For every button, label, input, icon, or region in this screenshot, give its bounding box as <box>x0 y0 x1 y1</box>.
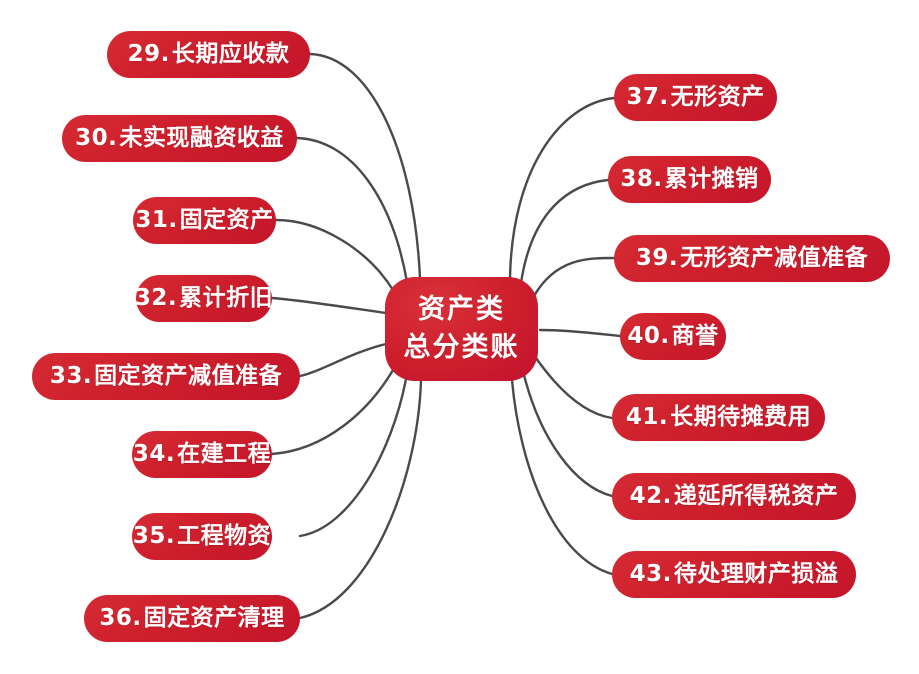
edge-right-41 <box>534 356 614 420</box>
edge-left-30 <box>295 136 409 284</box>
branch-label-43: 待处理财产损溢 <box>673 561 839 587</box>
edge-right-40 <box>538 328 622 338</box>
branch-number-37: 37. <box>626 84 669 110</box>
branch-number-43: 43. <box>629 561 672 587</box>
branch-label-38: 累计摊销 <box>664 166 759 192</box>
edge-right-37 <box>508 96 616 280</box>
edge-left-31 <box>274 218 395 292</box>
branch-label-40: 商誉 <box>671 323 719 349</box>
branch-number-42: 42. <box>629 483 672 509</box>
branch-label-29: 长期应收款 <box>171 41 290 67</box>
branch-label-37: 无形资产 <box>670 84 765 110</box>
branch-node-37[interactable]: 37. 无形资产 <box>614 74 777 121</box>
branch-node-31[interactable]: 31. 固定资产 <box>133 197 276 244</box>
branch-label-32: 累计折旧 <box>179 285 274 311</box>
branch-number-33: 33. <box>49 363 93 389</box>
edge-left-32 <box>270 296 388 315</box>
branch-label-35: 工程物资 <box>177 523 272 549</box>
branch-label-41: 长期待摊费用 <box>670 404 812 430</box>
edge-left-29 <box>308 52 422 280</box>
branch-number-30: 30. <box>75 125 118 151</box>
branch-number-41: 41. <box>625 404 669 430</box>
branch-node-32[interactable]: 32. 累计折旧 <box>134 275 274 322</box>
edge-right-39 <box>532 256 616 298</box>
branch-number-36: 36. <box>99 605 142 631</box>
branch-number-29: 29. <box>127 41 170 67</box>
branch-label-39: 无形资产减值准备 <box>680 245 869 271</box>
edge-left-35 <box>298 377 408 538</box>
branch-node-33[interactable]: 33. 固定资产减值准备 <box>32 353 300 400</box>
edge-left-33 <box>298 342 388 378</box>
edge-right-42 <box>522 373 614 498</box>
branch-number-40: 40. <box>627 323 670 349</box>
branch-node-42[interactable]: 42. 递延所得税资产 <box>612 473 856 520</box>
center-node-line1: 资产类 <box>418 293 505 325</box>
branch-number-34: 34. <box>132 441 176 467</box>
branch-number-35: 35. <box>132 523 176 549</box>
branch-label-34: 在建工程 <box>177 441 272 467</box>
center-node[interactable]: 资产类 总分类账 <box>385 277 538 381</box>
branch-node-41[interactable]: 41. 长期待摊费用 <box>612 394 825 441</box>
branch-number-31: 31. <box>135 207 178 233</box>
branch-label-36: 固定资产清理 <box>143 605 285 631</box>
branch-label-33: 固定资产减值准备 <box>94 363 283 389</box>
center-node-line2: 总分类账 <box>403 332 520 363</box>
branch-node-30[interactable]: 30. 未实现融资收益 <box>62 115 297 162</box>
branch-node-35[interactable]: 35. 工程物资 <box>132 513 272 560</box>
branch-node-34[interactable]: 34. 在建工程 <box>132 431 272 478</box>
branch-node-39[interactable]: 39. 无形资产减值准备 <box>614 235 890 282</box>
edge-right-38 <box>519 178 610 285</box>
branch-number-38: 38. <box>620 166 663 192</box>
branch-label-30: 未实现融资收益 <box>119 125 284 151</box>
branch-node-43[interactable]: 43. 待处理财产损溢 <box>612 551 856 598</box>
branch-number-32: 32. <box>134 285 178 311</box>
branch-node-40[interactable]: 40. 商誉 <box>620 313 726 360</box>
branch-node-29[interactable]: 29. 长期应收款 <box>107 31 310 78</box>
edge-right-43 <box>510 378 614 576</box>
branch-node-36[interactable]: 36. 固定资产清理 <box>84 595 300 642</box>
edge-left-36 <box>298 378 423 620</box>
branch-node-38[interactable]: 38. 累计摊销 <box>608 156 771 203</box>
branch-number-39: 39. <box>635 245 679 271</box>
branch-label-31: 固定资产 <box>179 207 274 233</box>
branch-label-42: 递延所得税资产 <box>673 483 839 509</box>
